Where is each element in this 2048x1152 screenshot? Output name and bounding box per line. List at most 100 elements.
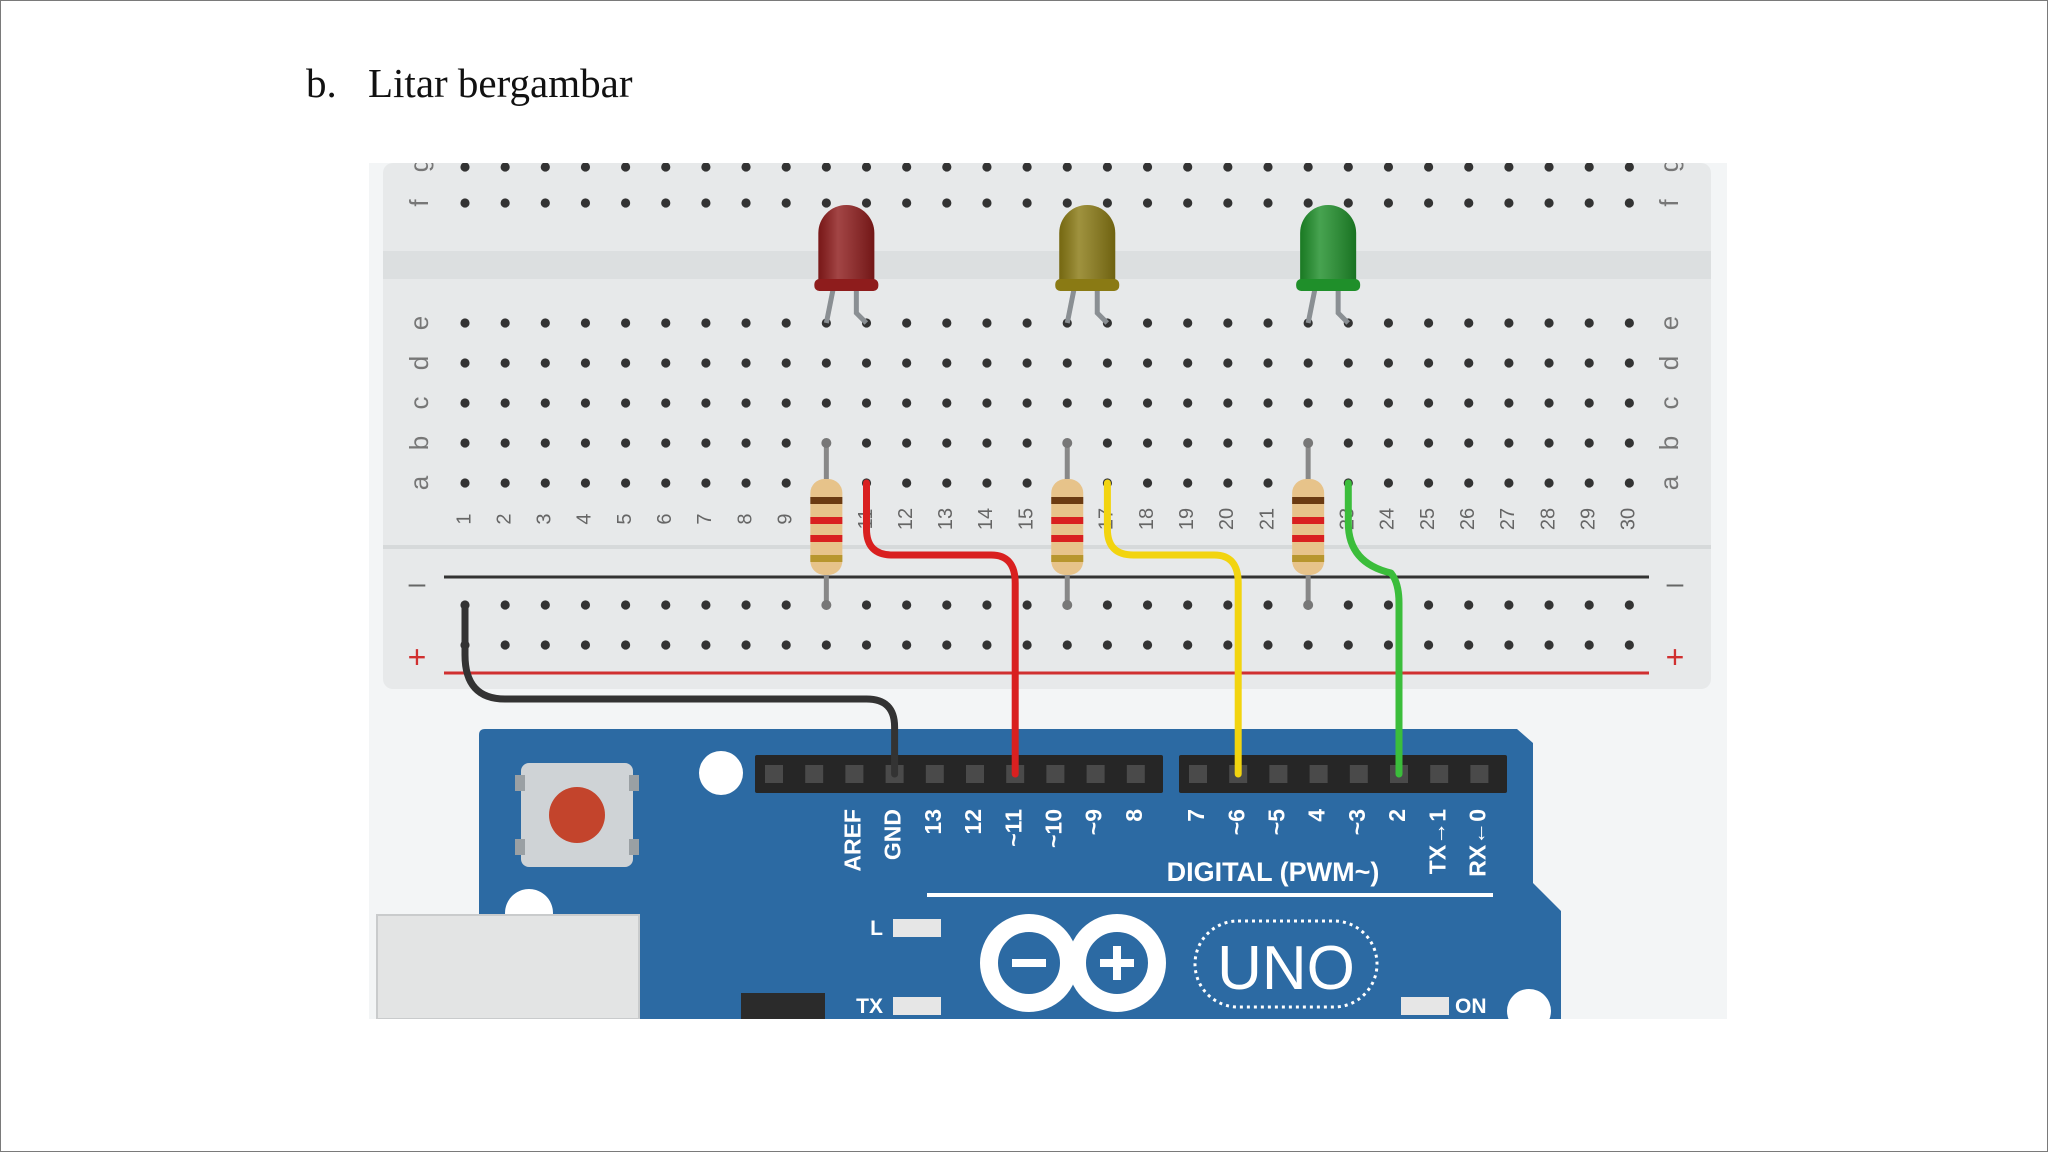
breadboard-hole (1022, 198, 1032, 208)
breadboard-hole (1624, 438, 1634, 448)
pin-label-AREF: AREF (839, 809, 865, 872)
breadboard-hole (1062, 398, 1072, 408)
rail-hole (1464, 600, 1474, 610)
breadboard-hole (1624, 398, 1634, 408)
breadboard-hole (540, 358, 550, 368)
row-label-a: a (404, 475, 434, 490)
breadboard-hole (741, 358, 751, 368)
breadboard-hole (1624, 318, 1634, 328)
breadboard-hole (1464, 163, 1474, 172)
breadboard-hole (982, 358, 992, 368)
breadboard-hole (821, 358, 831, 368)
breadboard-hole (1504, 318, 1514, 328)
row-label-f: f (404, 199, 434, 207)
breadboard-hole (1624, 478, 1634, 488)
rail-hole (621, 640, 631, 650)
rail-hole (1022, 600, 1032, 610)
breadboard-hole (1263, 163, 1273, 172)
column-number-27: 27 (1497, 508, 1519, 530)
rail-hole (580, 600, 591, 610)
header-pin (765, 765, 783, 783)
resistor-band (1051, 555, 1084, 562)
breadboard-hole (1383, 198, 1394, 208)
breadboard-hole (1062, 198, 1072, 208)
reset-button[interactable] (515, 763, 639, 867)
breadboard-hole (1183, 358, 1193, 368)
breadboard-hole (500, 398, 510, 408)
uno-logo-text: UNO (1217, 934, 1355, 1003)
led-on-label: ON (1455, 995, 1487, 1018)
breadboard-hole (1343, 438, 1353, 448)
column-number-19: 19 (1176, 508, 1198, 530)
breadboard-hole (1303, 163, 1313, 172)
pin-label-RX←0: RX←0 (1464, 809, 1490, 877)
row-label-c: c (1654, 397, 1684, 410)
row-label-e: e (1654, 316, 1684, 330)
breadboard-hole (942, 358, 952, 368)
rail-hole (1624, 600, 1634, 610)
rail-hole (1424, 600, 1434, 610)
breadboard-hole (540, 398, 550, 408)
breadboard-hole (741, 198, 751, 208)
breadboard-hole (1303, 358, 1313, 368)
rail-hole (1303, 640, 1313, 650)
breadboard-hole (1383, 438, 1394, 448)
breadboard-hole (500, 438, 510, 448)
rail-hole (540, 640, 550, 650)
mounting-hole (699, 751, 743, 795)
breadboard-hole (781, 478, 791, 488)
rail-hole (861, 600, 872, 610)
breadboard-hole (1624, 163, 1634, 172)
breadboard-hole (540, 163, 550, 172)
breadboard-hole (741, 318, 751, 328)
column-number-13: 13 (935, 508, 957, 530)
breadboard-hole (1464, 398, 1474, 408)
breadboard-hole (661, 318, 671, 328)
rail-hole (781, 600, 791, 610)
pin-label-7: 7 (1183, 809, 1209, 822)
breadboard-hole (500, 198, 510, 208)
column-number-14: 14 (975, 508, 997, 530)
column-number-21: 21 (1256, 508, 1278, 530)
resistor (1292, 438, 1325, 610)
led-leg (1094, 283, 1110, 325)
header-pin (1269, 765, 1288, 783)
breadboard-hole (661, 163, 671, 172)
breadboard-hole (821, 163, 831, 172)
breadboard-hole (1424, 198, 1434, 208)
breadboard-hole (1504, 198, 1514, 208)
breadboard-hole (1383, 163, 1394, 172)
breadboard-hole (942, 318, 952, 328)
breadboard-hole (1223, 398, 1233, 408)
pin-label-~11: ~11 (1000, 809, 1026, 847)
rail-hole (500, 600, 510, 610)
breadboard-hole (1343, 358, 1353, 368)
row-label-e: e (404, 316, 434, 330)
rail-hole (1223, 600, 1233, 610)
row-label-c: c (404, 397, 434, 410)
pin-label-12: 12 (960, 809, 986, 835)
breadboard-hole (982, 478, 992, 488)
led-l-label: L (870, 917, 883, 940)
resistor-lead-end (821, 600, 832, 610)
breadboard-hole (1062, 163, 1072, 172)
arduino-logo (980, 914, 1166, 1012)
breadboard-hole (500, 163, 510, 172)
breadboard-hole (1022, 318, 1032, 328)
breadboard-hole (1223, 198, 1233, 208)
breadboard-hole (1223, 318, 1233, 328)
rail-hole (942, 640, 952, 650)
rail-hole (621, 600, 631, 610)
breadboard-hole (1584, 163, 1594, 172)
breadboard-hole (902, 398, 912, 408)
header-left (755, 755, 1163, 793)
breadboard-hole (1263, 478, 1273, 488)
rail-hole (1424, 640, 1434, 650)
breadboard-hole (661, 438, 671, 448)
led-green (1296, 205, 1361, 325)
breadboard-hole (540, 478, 550, 488)
breadboard-hole (1504, 358, 1514, 368)
breadboard-hole (621, 358, 631, 368)
breadboard-hole (580, 318, 591, 328)
column-number-7: 7 (694, 513, 716, 524)
